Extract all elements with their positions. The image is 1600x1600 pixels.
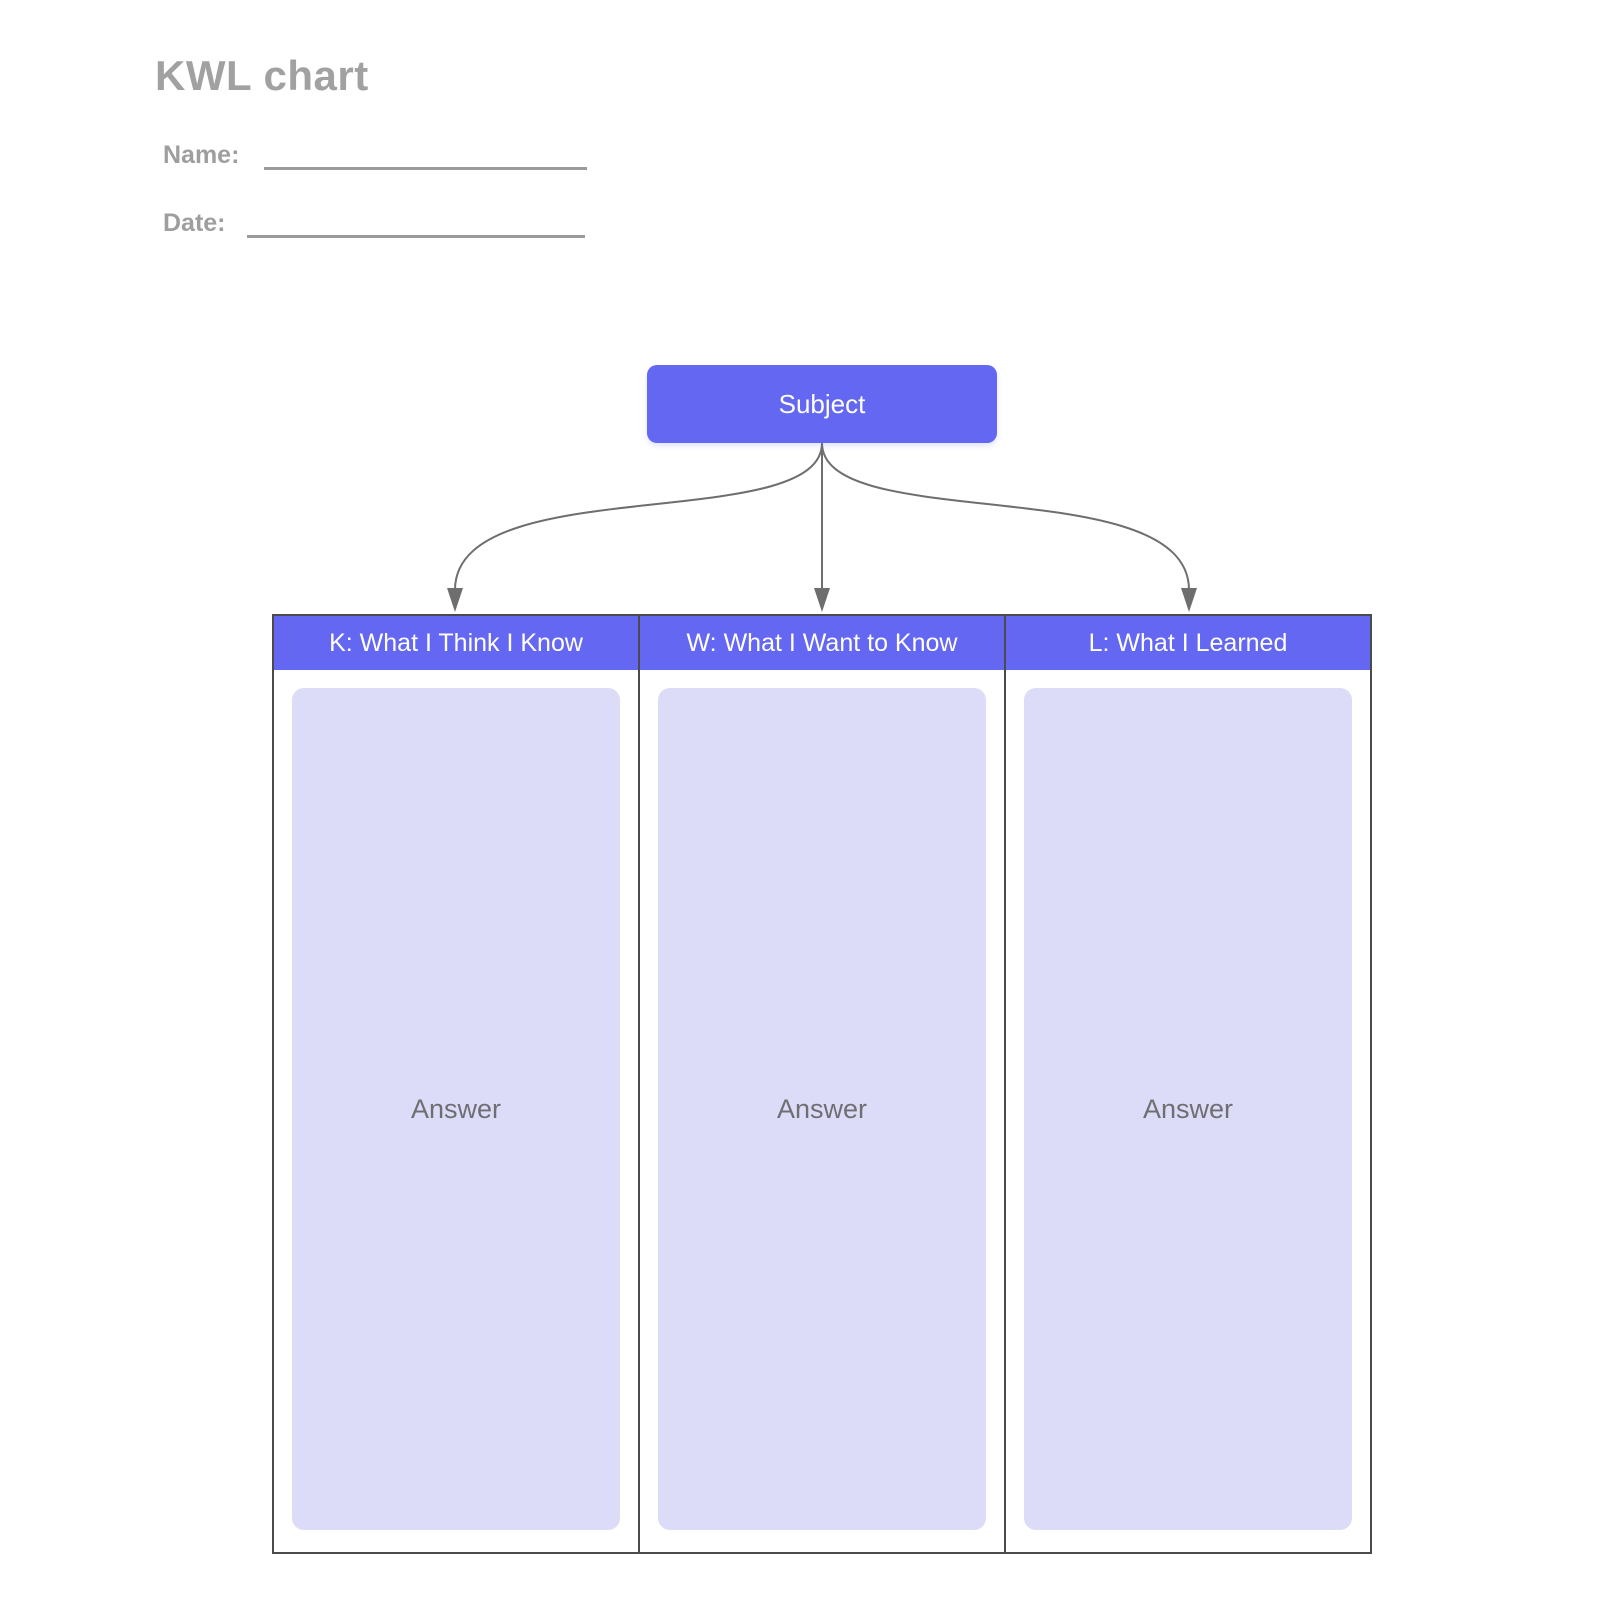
- column-want-header[interactable]: W: What I Want to Know: [640, 616, 1004, 670]
- date-label: Date:: [163, 209, 226, 237]
- arrowhead-middle-icon: [814, 588, 830, 612]
- column-know: K: What I Think I Know Answer: [274, 616, 638, 1552]
- subject-node[interactable]: Subject: [647, 365, 997, 443]
- arrowhead-left-icon: [447, 588, 463, 612]
- arrowhead-right-icon: [1181, 588, 1197, 612]
- subject-node-label: Subject: [778, 388, 866, 419]
- date-blank-line[interactable]: [247, 235, 585, 238]
- answer-placeholder: Answer: [776, 1093, 868, 1124]
- connector-right: [821, 442, 1190, 591]
- answer-placeholder: Answer: [410, 1093, 502, 1124]
- column-want: W: What I Want to Know Answer: [638, 616, 1004, 1552]
- name-label: Name:: [163, 141, 240, 169]
- connector-left: [454, 442, 823, 591]
- column-learned-header[interactable]: L: What I Learned: [1006, 616, 1370, 670]
- column-know-body: Answer: [274, 670, 638, 1552]
- page-title: KWL chart: [155, 52, 369, 99]
- column-learned: L: What I Learned Answer: [1004, 616, 1370, 1552]
- column-learned-answer-area[interactable]: Answer: [1024, 688, 1352, 1530]
- name-blank-line[interactable]: [264, 167, 587, 170]
- column-want-header-label: W: What I Want to Know: [686, 628, 958, 657]
- kwl-table: K: What I Think I Know Answer W: What I …: [272, 614, 1372, 1554]
- column-learned-body: Answer: [1006, 670, 1370, 1552]
- column-know-header-label: K: What I Think I Know: [329, 628, 583, 657]
- column-want-answer-area[interactable]: Answer: [658, 688, 986, 1530]
- answer-placeholder: Answer: [1142, 1093, 1234, 1124]
- column-want-body: Answer: [640, 670, 1004, 1552]
- column-know-header[interactable]: K: What I Think I Know: [274, 616, 638, 670]
- column-know-answer-area[interactable]: Answer: [292, 688, 620, 1530]
- column-learned-header-label: L: What I Learned: [1088, 628, 1288, 657]
